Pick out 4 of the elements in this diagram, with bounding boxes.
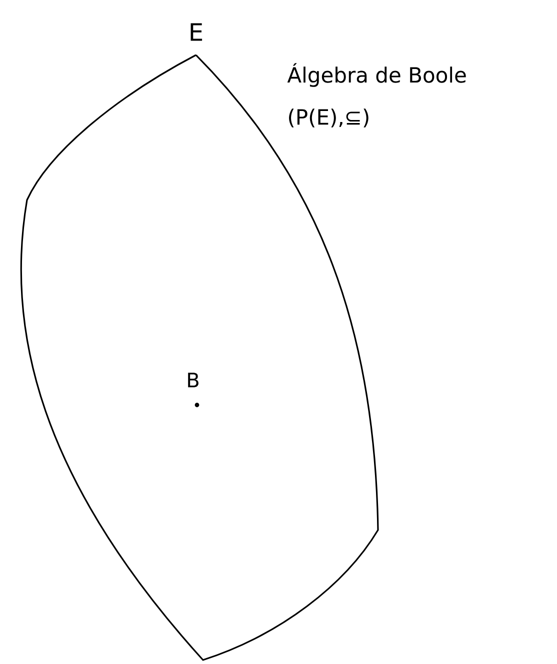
side-label: (P(E),⊆): [289, 108, 368, 128]
node-label: E: [190, 23, 202, 41]
point-label: B: [188, 372, 200, 408]
side-label: Álgebra de Boole: [287, 63, 466, 87]
